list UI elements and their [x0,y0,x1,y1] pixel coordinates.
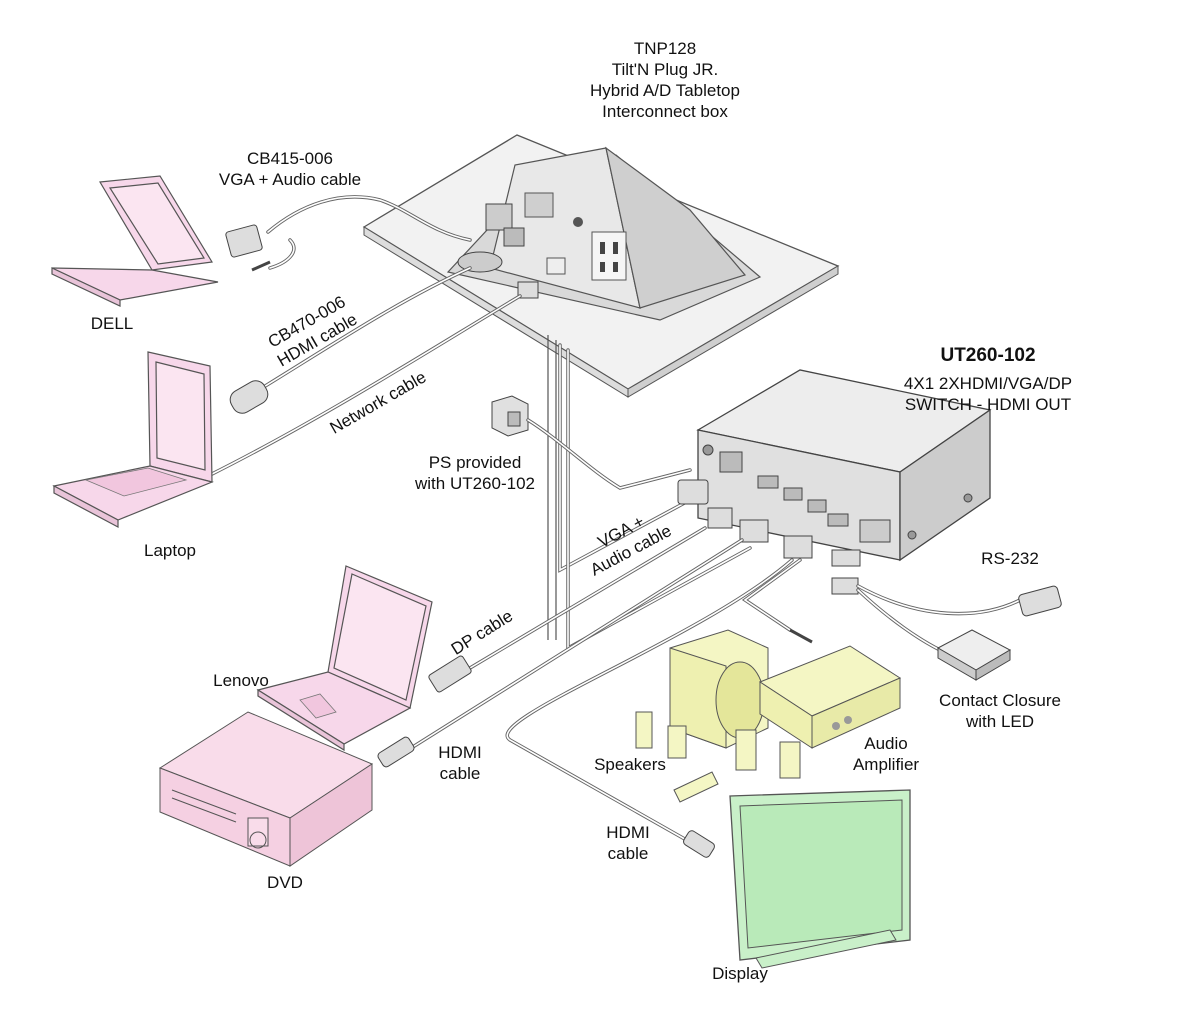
ut-desc2: SWITCH - HDMI OUT [904,395,1072,414]
rs232-label: RS-232 [981,549,1039,568]
tnp-desc1: Hybrid A/D Tabletop [590,81,740,100]
ps-label: PS provided with UT260-102 [400,452,550,494]
audio-line1: Audio [864,734,908,753]
amplifier-label: Audio Amplifier [836,733,936,775]
dell-laptop [51,175,271,307]
ps-line1: PS provided [428,453,522,472]
tnp-label: TNP128 Tilt'N Plug JR. Hybrid A/D Tablet… [540,38,790,122]
cb415-label: CB415-006 VGA + Audio cable [190,148,390,190]
dvd-label: DVD [267,873,303,892]
audio-line2: Amplifier [852,755,920,774]
tnp-name: Tilt'N Plug JR. [611,60,719,79]
laptop-label: Laptop [144,541,196,560]
dvd-player [158,711,374,867]
dell-label: DELL [90,314,134,333]
hdmi2-label: HDMI cable [588,822,668,864]
power-supply [491,395,692,490]
lenovo-laptop [256,565,433,752]
ut-model-label: UT260-102 [940,345,1036,366]
display-label: Display [712,964,768,983]
laptop [52,351,269,528]
speakers-amplifier [635,629,902,803]
contact-closure-label: Contact Closure with LED [925,690,1075,732]
tnp-desc2: Interconnect box [602,102,728,121]
ut-desc1: 4X1 2XHDMI/VGA/DP [903,374,1073,393]
hdmi1-line1: HDMI [438,743,482,762]
tnp-model: TNP128 [633,39,697,58]
hdmi2-line2: cable [607,844,649,863]
hdmi1-label: HDMI cable [420,742,500,784]
display-monitor [729,789,911,969]
ut-desc-label: 4X1 2XHDMI/VGA/DP SWITCH - HDMI OUT [878,373,1098,415]
switch-cables [377,479,1062,858]
lenovo-label: Lenovo [213,671,269,690]
tnp128-box [446,146,762,321]
speakers-label: Speakers [594,755,666,774]
contact-line2: with LED [965,712,1035,731]
contact-line1: Contact Closure [939,691,1061,710]
cb415-desc: VGA + Audio cable [218,170,362,189]
cb415-model: CB415-006 [246,149,333,168]
ps-line2: with UT260-102 [414,474,535,493]
hdmi1-line2: cable [439,764,481,783]
hdmi2-line1: HDMI [606,823,650,842]
